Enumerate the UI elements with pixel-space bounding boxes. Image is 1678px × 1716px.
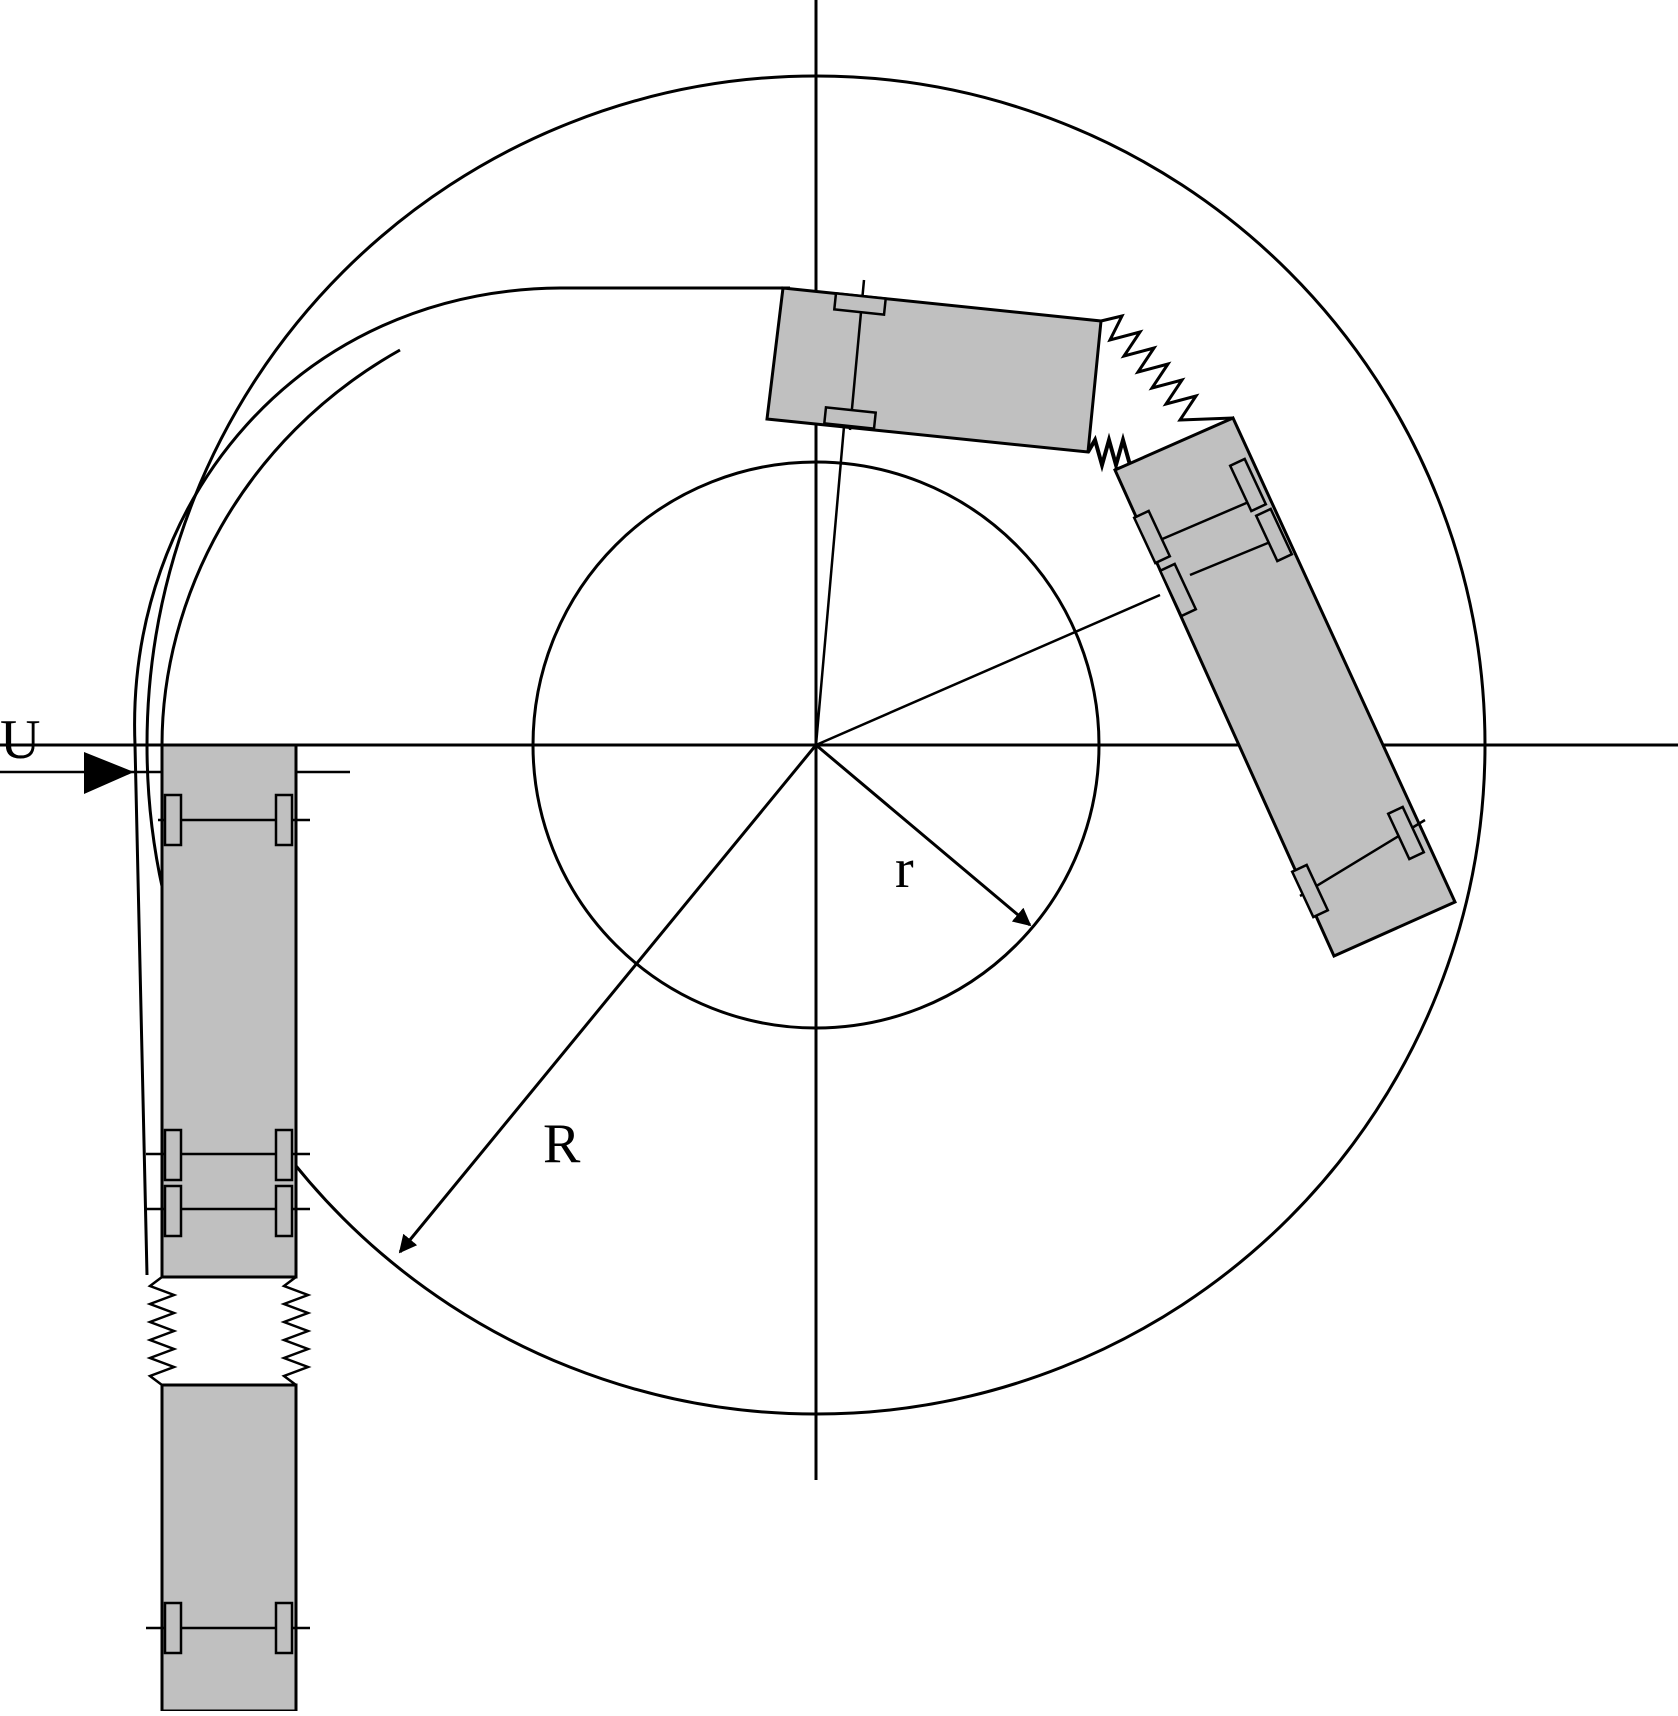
vehicle-turning-rear [1113, 416, 1457, 958]
wheel [1132, 509, 1172, 565]
inner-radius-arrow [815, 743, 1032, 927]
wheel [1228, 457, 1268, 513]
label-outer-radius-R: R [543, 1113, 581, 1175]
wheel [163, 1184, 183, 1238]
wheel [163, 1601, 183, 1655]
radius-line-to-rear-vehicle [815, 593, 1161, 747]
vehicle-straight-front-body [160, 743, 298, 1279]
wheel [274, 1128, 294, 1182]
swept-path-inner-curve [160, 348, 401, 746]
articulation-spring-right [280, 1276, 312, 1386]
outer-radius-arrow [398, 744, 818, 1254]
offset-arrow-left [84, 752, 134, 794]
wheel [1290, 863, 1330, 919]
articulation-spring-left [146, 1276, 178, 1386]
wheel [832, 292, 888, 316]
wheel [274, 1601, 294, 1655]
wheel [163, 793, 183, 847]
label-offset-U: U [0, 709, 40, 771]
vehicle-turning-rear-body [1113, 416, 1457, 958]
articulation-spring-lower [1086, 432, 1133, 473]
vehicle-straight-rear-body [160, 1383, 298, 1713]
wheel [163, 1128, 183, 1182]
swept-path-outer-curve [133, 286, 790, 1276]
wheel [274, 793, 294, 847]
inner-circle [531, 460, 1101, 1030]
wheel [1386, 805, 1426, 861]
wheel [274, 1184, 294, 1238]
wheel [822, 406, 878, 430]
outer-circle [145, 74, 1487, 1416]
radius-line-to-front-vehicle [814, 414, 847, 746]
label-inner-radius-r: r [895, 838, 914, 900]
wheel [1158, 562, 1198, 618]
articulation-spring-upper [1100, 313, 1234, 422]
vehicle-straight [146, 743, 312, 1713]
wheel [1254, 507, 1294, 563]
